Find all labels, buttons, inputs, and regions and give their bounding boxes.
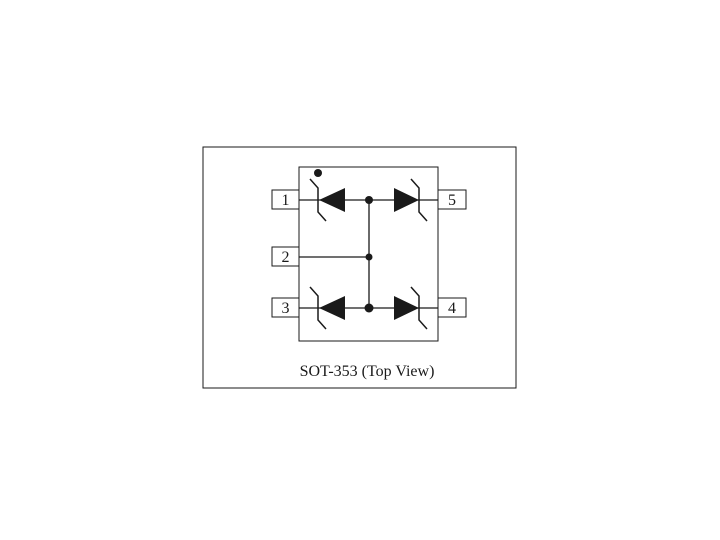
tvs-diode-1-icon [309,178,345,222]
junction-dot-top [365,196,373,204]
junction-dot-middle [365,253,373,261]
pin-5-label: 5 [448,192,456,209]
outer-frame [202,146,517,389]
pin-3-label: 3 [282,300,290,317]
diagram-caption: SOT-353 (Top View) [300,363,435,380]
tvs-diode-4-icon [394,286,428,330]
pin-2-label: 2 [282,249,290,266]
pin-4-label: 4 [448,300,456,317]
pin1-marker-icon [314,169,322,177]
junction-dot-bottom [364,303,374,313]
pin-1-label: 1 [282,192,290,209]
tvs-diode-5-icon [394,178,428,222]
tvs-diode-3-icon [309,286,345,330]
